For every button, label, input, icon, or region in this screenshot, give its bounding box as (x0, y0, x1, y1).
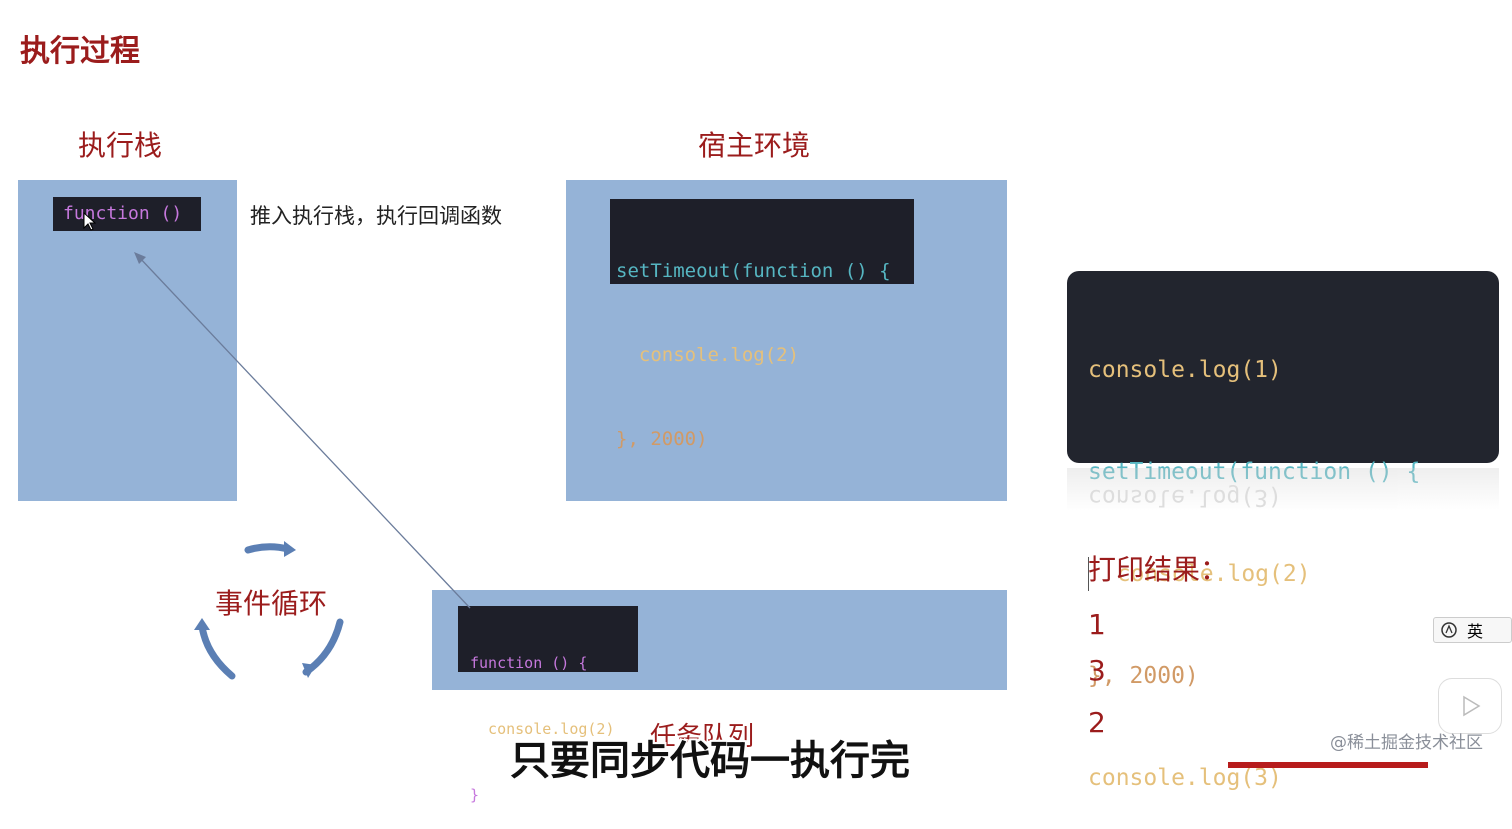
stack-function-block: function () (53, 197, 201, 231)
ime-mode-label[interactable]: 英 (1467, 622, 1484, 641)
arrow-line-icon (134, 252, 471, 609)
page-title: 执行过程 (20, 34, 140, 69)
progress-bar (1228, 762, 1428, 768)
main-code-line-3: console.log(2) (1088, 557, 1478, 591)
execution-stack-label: 执行栈 (78, 129, 163, 162)
main-code-line-4: }, 2000) (1088, 663, 1199, 689)
queue-code-line-1: function () { (470, 654, 588, 672)
play-button[interactable] (1438, 678, 1502, 734)
print-result-3: 2 (1088, 706, 1106, 739)
print-result-1: 1 (1088, 608, 1106, 641)
main-code-block: console.log(1) setTimeout(function () { … (1067, 271, 1499, 791)
queue-code-line-3: } (470, 786, 480, 804)
ime-logo-icon (1441, 622, 1457, 638)
print-result-2: 3 (1088, 654, 1106, 687)
queue-code-block: function () { console.log(2) } (458, 606, 638, 804)
mouse-cursor-icon (83, 212, 96, 231)
stack-function-text: function () (63, 203, 183, 224)
task-queue-label: 任务队列 (650, 722, 755, 752)
host-environment-label: 宿主环境 (698, 129, 811, 162)
host-code-line-1: setTimeout(function () { (616, 260, 891, 282)
ime-toolbar[interactable]: 英 (1433, 617, 1512, 643)
host-code-line-3: }, 2000) (616, 428, 708, 450)
host-code-block: setTimeout(function () { console.log(2) … (610, 199, 914, 450)
event-loop-label: 事件循环 (215, 587, 328, 620)
queue-code-line-2: console.log(2) (470, 720, 615, 738)
main-code-line-2: setTimeout(function () { (1088, 459, 1421, 485)
video-subtitle: 只要同步代码一执行完 (510, 738, 910, 784)
play-icon (1463, 695, 1481, 717)
cycle-arrows-icon (194, 541, 344, 680)
code-reflection: console.log(3) (1067, 468, 1499, 510)
host-code-line-2: console.log(2) (616, 344, 800, 366)
push-to-stack-note: 推入执行栈，执行回调函数 (250, 204, 502, 228)
main-code-line-1: console.log(1) (1088, 357, 1282, 383)
watermark: @稀土掘金技术社区 (1330, 733, 1483, 753)
execution-stack-panel (18, 180, 237, 501)
print-result-title: 打印结果： (1088, 553, 1229, 586)
